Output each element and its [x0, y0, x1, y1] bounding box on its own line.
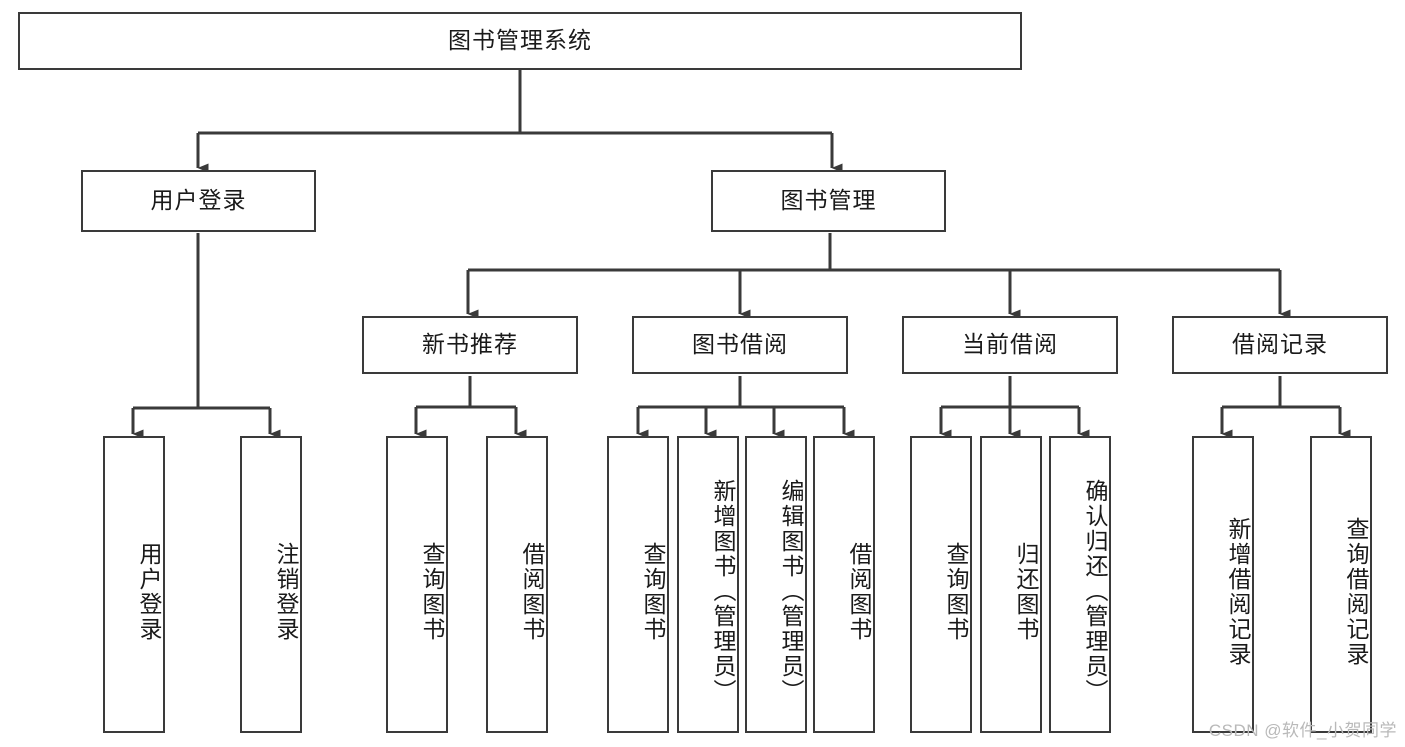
node-label: 图书借阅 — [692, 331, 788, 358]
node-user-login[interactable]: 用户登录 — [81, 170, 316, 232]
node-borrow-record[interactable]: 借阅记录 — [1172, 316, 1388, 374]
node-label: 确认归还（管理员） — [1082, 479, 1108, 704]
node-label: 归还图书 — [1013, 541, 1039, 642]
node-book-borrow[interactable]: 图书借阅 — [632, 316, 848, 374]
leaf-current-confirm-return-admin[interactable]: 确认归还（管理员） — [1049, 436, 1111, 733]
leaf-current-query-book[interactable]: 查询图书 — [910, 436, 972, 733]
node-label: 当前借阅 — [962, 331, 1058, 358]
node-new-book-recommend[interactable]: 新书推荐 — [362, 316, 578, 374]
leaf-new-book-borrow[interactable]: 借阅图书 — [486, 436, 548, 733]
node-label: 查询图书 — [419, 541, 445, 642]
node-label: 新增借阅记录 — [1225, 516, 1251, 667]
leaf-record-add-record[interactable]: 新增借阅记录 — [1192, 436, 1254, 733]
leaf-record-query-record[interactable]: 查询借阅记录 — [1310, 436, 1372, 733]
leaf-borrow-edit-book-admin[interactable]: 编辑图书（管理员） — [745, 436, 807, 733]
leaf-borrow-add-book-admin[interactable]: 新增图书（管理员） — [677, 436, 739, 733]
node-label: 新书推荐 — [422, 331, 518, 358]
node-label: 注销登录 — [273, 541, 299, 642]
node-label: 图书管理系统 — [448, 27, 592, 54]
node-label: 借阅记录 — [1232, 331, 1328, 358]
node-book-management[interactable]: 图书管理 — [711, 170, 946, 232]
node-label: 查询图书 — [943, 541, 969, 642]
csdn-watermark: CSDN @软件_小贺同学 — [1208, 721, 1397, 740]
node-label: 编辑图书（管理员） — [778, 479, 804, 704]
node-label: 查询借阅记录 — [1343, 516, 1369, 667]
leaf-borrow-borrow-book[interactable]: 借阅图书 — [813, 436, 875, 733]
leaf-current-return-book[interactable]: 归还图书 — [980, 436, 1042, 733]
node-label: 新增图书（管理员） — [710, 479, 736, 704]
node-root-system[interactable]: 图书管理系统 — [18, 12, 1022, 70]
node-label: 图书管理 — [780, 187, 877, 214]
leaf-new-book-query[interactable]: 查询图书 — [386, 436, 448, 733]
leaf-user-login-signout[interactable]: 注销登录 — [240, 436, 302, 733]
node-label: 借阅图书 — [519, 541, 545, 642]
node-label: 查询图书 — [640, 541, 666, 642]
node-current-borrow[interactable]: 当前借阅 — [902, 316, 1118, 374]
node-label: 借阅图书 — [846, 541, 872, 642]
leaf-user-login-signin[interactable]: 用户登录 — [103, 436, 165, 733]
leaf-borrow-query-book[interactable]: 查询图书 — [607, 436, 669, 733]
node-label: 用户登录 — [136, 541, 162, 642]
node-label: 用户登录 — [150, 187, 247, 214]
